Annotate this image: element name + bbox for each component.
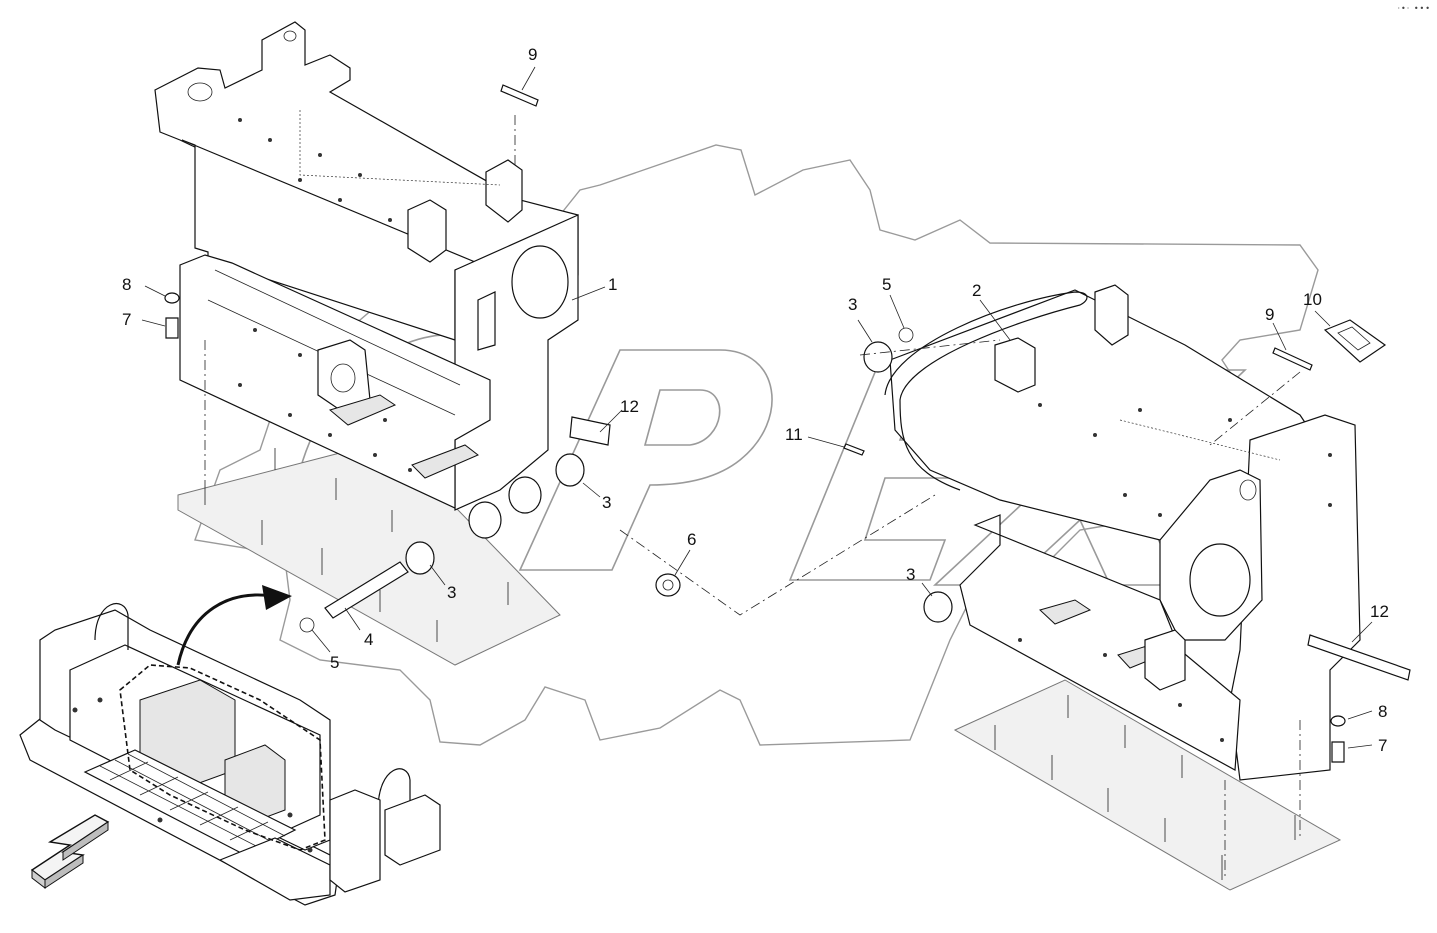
callout-10: 10 xyxy=(1303,290,1322,309)
frame-left xyxy=(154,21,585,666)
callout-3-c: 3 xyxy=(848,295,857,314)
callout-7-left: 7 xyxy=(122,310,131,329)
callout-labels: 9 1 8 7 12 3 3 4 5 6 3 5 2 11 3 9 10 12 … xyxy=(122,45,1389,755)
callout-11: 11 xyxy=(785,425,803,444)
callout-1: 1 xyxy=(608,275,617,294)
callout-9-right: 9 xyxy=(1265,305,1274,324)
corner-mark: ·•· ••• xyxy=(1397,4,1431,13)
callout-6: 6 xyxy=(687,530,696,549)
callout-8-left: 8 xyxy=(122,275,131,294)
callout-3-d: 3 xyxy=(906,565,915,584)
machine-locator-view xyxy=(19,603,441,906)
callout-4: 4 xyxy=(364,630,373,649)
leader-lines xyxy=(141,66,1373,749)
watermark-text: OPEX xyxy=(770,919,773,921)
callout-12-right: 12 xyxy=(1370,602,1389,621)
callout-9-left: 9 xyxy=(528,45,537,64)
callout-3-b: 3 xyxy=(447,583,456,602)
callout-12-left: 12 xyxy=(620,397,639,416)
callout-5-left: 5 xyxy=(330,653,339,672)
loose-parts xyxy=(164,84,1411,763)
curved-arrow-icon xyxy=(176,585,292,666)
direction-arrow-icon xyxy=(30,814,110,890)
callout-8-right: 8 xyxy=(1378,702,1387,721)
frame-right xyxy=(884,284,1361,891)
center-lines xyxy=(204,110,1301,880)
callout-5-right: 5 xyxy=(882,275,891,294)
callout-2: 2 xyxy=(972,281,981,300)
callout-7-right: 7 xyxy=(1378,736,1387,755)
callout-3-a: 3 xyxy=(602,493,611,512)
